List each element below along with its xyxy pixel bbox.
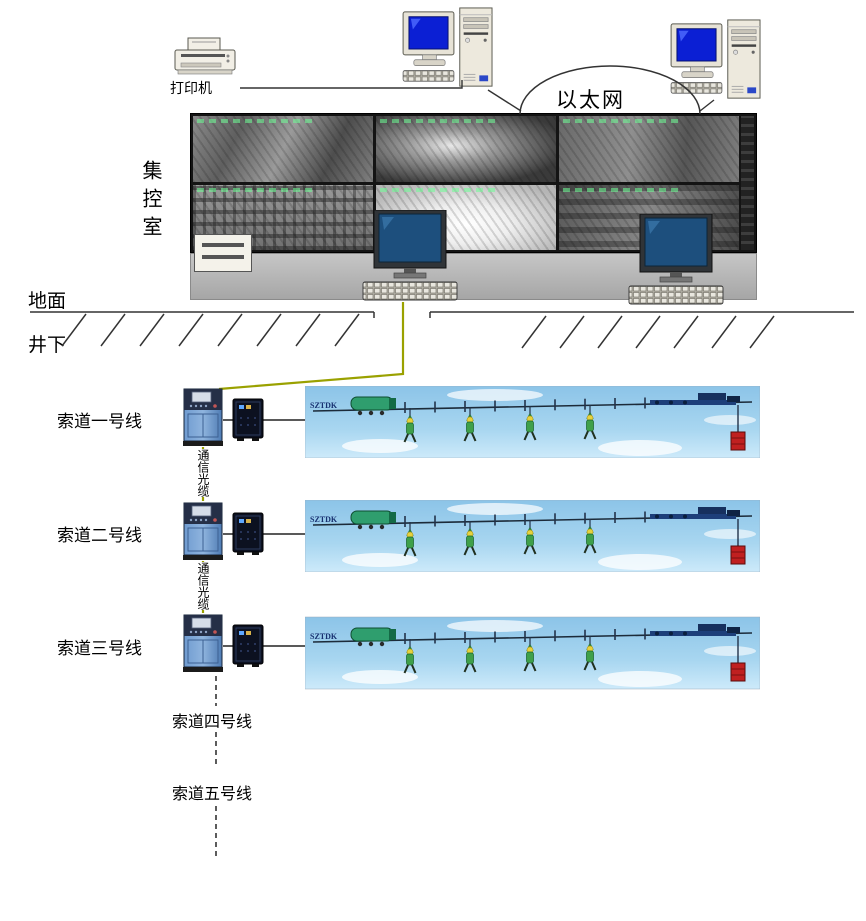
operator-workstation-2: [626, 214, 726, 306]
control-cabinet-2: [183, 502, 223, 560]
ropeway-scene-3: [305, 613, 760, 693]
camera-feed-3: [559, 116, 739, 182]
ethernet-label: 以太网: [556, 88, 625, 112]
printer-icon: [172, 36, 238, 80]
optical-cable-label-2: 通信光缆: [193, 562, 210, 610]
junction-box-1: [231, 398, 265, 442]
server-computer-icon: [400, 6, 500, 92]
ropeway-line-5-label: 索道五号线: [172, 786, 253, 803]
operator-workstation-1: [360, 210, 460, 302]
control-cabinet-3: [183, 614, 223, 672]
ropeway-line-2-label: 索道二号线: [57, 526, 142, 545]
client-computer-icon: [668, 18, 768, 104]
ground-hatching-left: [61, 313, 360, 347]
control-room-label: 集控室: [139, 160, 161, 244]
server-ethernet-line: [487, 89, 522, 112]
wall-side-panel: [741, 116, 754, 250]
optical-cable-drop-line: [218, 302, 405, 391]
printer-label: 打印机: [170, 82, 212, 97]
junction-box-2: [231, 512, 265, 556]
camera-feed-2: [376, 116, 556, 182]
ropeway-line-4-label: 索道四号线: [172, 714, 253, 731]
ground-label: 地面: [28, 291, 67, 312]
ropeway-scene-2: [305, 500, 760, 572]
underground-label: 井下: [28, 335, 67, 356]
ground-line: [30, 311, 854, 318]
ropeway-line-3-label: 索道三号线: [57, 639, 142, 658]
ground-hatching-right: [521, 315, 775, 349]
junction-box-3: [231, 624, 265, 668]
printer-slot: [202, 243, 244, 247]
ropeway-line-1-label: 索道一号线: [57, 412, 142, 431]
ropeway-scene-1: [305, 386, 760, 458]
optical-cable-label-1: 通信光缆: [193, 449, 210, 497]
camera-feed-1: [193, 116, 373, 182]
console-printer: [194, 234, 252, 272]
control-cabinet-1: [183, 388, 223, 446]
printer-slot: [202, 255, 244, 259]
